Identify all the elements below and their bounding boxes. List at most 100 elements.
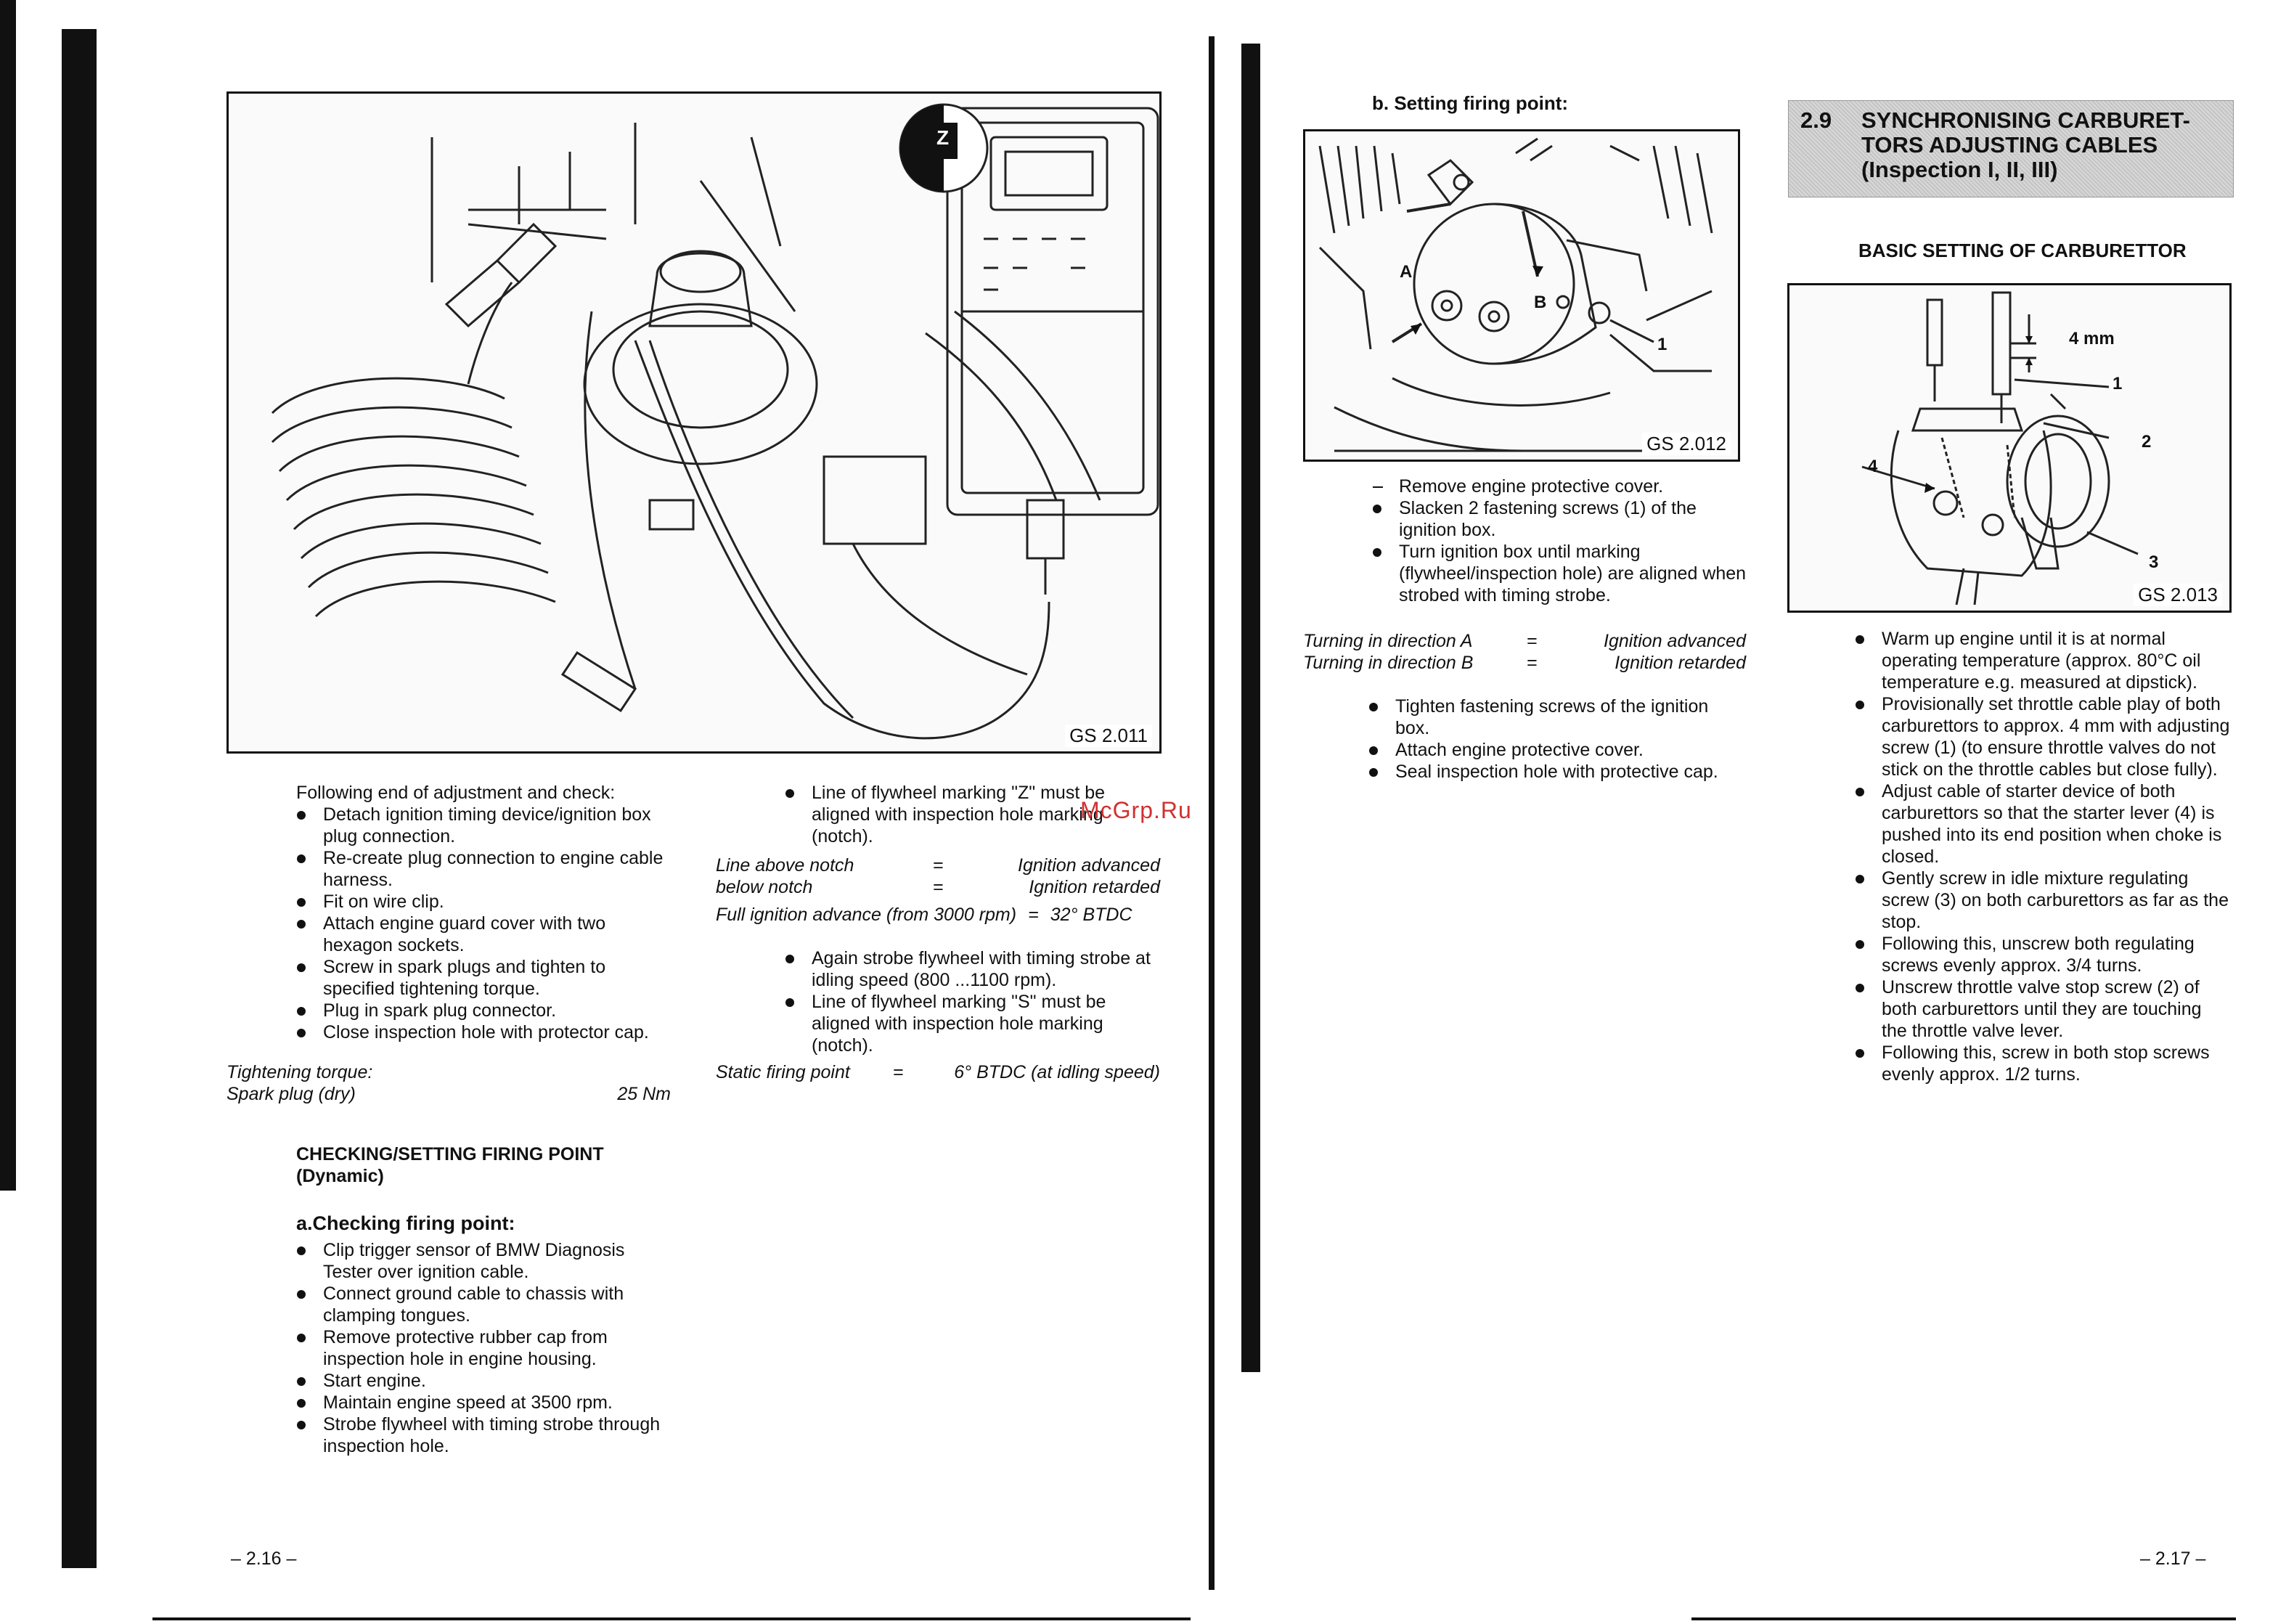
direction-row-b: Turning in direction B = Ignition retard… (1303, 652, 1746, 674)
list-item: Remove engine protective cover. (1370, 476, 1747, 497)
turn-b-value: Ignition retarded (1615, 653, 1746, 673)
followup-list: Detach ignition timing device/ignition b… (294, 804, 672, 1043)
label-1: 1 (1657, 335, 1668, 354)
section-header: 2.9 SYNCHRONISING CARBURET- TORS ADJUSTI… (1788, 100, 2234, 197)
line-above-value: Ignition advanced (1018, 855, 1160, 876)
bottom-edge-right (1691, 1617, 2236, 1620)
left-binding-edge-dark (62, 29, 97, 1568)
basic-setting-heading: BASIC SETTING OF CARBURETTOR (1858, 240, 2187, 261)
list-item: Unscrew throttle valve stop screw (2) of… (1853, 976, 2230, 1042)
list-item: Re-create plug connection to engine cabl… (294, 847, 672, 891)
line-below-eq: = (932, 877, 944, 897)
followup-heading: Following end of adjustment and check: (296, 783, 616, 803)
list-item: Plug in spark plug connector. (294, 1000, 672, 1021)
line-above-eq: = (932, 855, 944, 876)
label-b: B (1534, 293, 1547, 312)
notch-row-above: Line above notch = Ignition advanced (716, 854, 1160, 876)
list-item: Again strobe flywheel with timing strobe… (783, 947, 1160, 991)
direction-row-a: Turning in direction A = Ignition advanc… (1303, 630, 1746, 652)
center-gutter-shadow (1241, 44, 1260, 1372)
list-item: Gently screw in idle mixture regulating … (1853, 868, 2230, 933)
torque-row: Spark plug (dry) 25 Nm (226, 1083, 671, 1105)
alignment-list-1: Line of flywheel marking "Z" must be ali… (783, 782, 1160, 847)
section-title-line2: TORS ADJUSTING CABLES (1861, 132, 2158, 158)
page-number-right: – 2.17 – (2140, 1548, 2206, 1569)
list-item: Screw in spark plugs and tighten to spec… (294, 956, 672, 1000)
static-eq: = (892, 1062, 904, 1082)
list-item: Adjust cable of starter device of both c… (1853, 780, 2230, 868)
figure-caption: GS 2.012 (1642, 433, 1731, 455)
list-item: Line of flywheel marking "Z" must be ali… (783, 782, 1160, 847)
list-item: Detach ignition timing device/ignition b… (294, 804, 672, 847)
label-2: 2 (2142, 432, 2152, 452)
torque-value: 25 Nm (617, 1084, 671, 1104)
label-4mm: 4 mm (2069, 329, 2115, 348)
checking-heading-line2: (Dynamic) (296, 1166, 384, 1186)
list-item: Clip trigger sensor of BMW Diagnosis Tes… (294, 1239, 672, 1283)
static-label: Static firing point (716, 1062, 850, 1082)
checking-heading-line1: CHECKING/SETTING FIRING POINT (296, 1144, 604, 1164)
setting-dash-list: Remove engine protective cover. (1370, 476, 1747, 497)
carburettor-list: Warm up engine until it is at normal ope… (1853, 628, 2230, 1085)
line-below-value: Ignition retarded (1029, 877, 1160, 897)
direction-table: Turning in direction A = Ignition advanc… (1303, 630, 1746, 674)
list-item: Close inspection hole with protector cap… (294, 1021, 672, 1043)
figure-caption: GS 2.011 (1065, 725, 1152, 747)
turn-a-value: Ignition advanced (1604, 631, 1746, 651)
turn-a-eq: = (1526, 631, 1538, 651)
list-item: Seal inspection hole with protective cap… (1366, 761, 1744, 783)
section-title: SYNCHRONISING CARBURET- TORS ADJUSTING C… (1861, 108, 2224, 182)
figure-timing-tester: Z GS 2.011 (226, 91, 1162, 754)
list-item: Following this, unscrew both regulating … (1853, 933, 2230, 976)
static-firing-row: Static firing point = 6° BTDC (at idling… (716, 1061, 1160, 1083)
sub-heading-a: a.Checking firing point: (296, 1212, 515, 1234)
figure-carburettor: 4 mm 1 2 3 4 GS 2.013 (1787, 283, 2232, 613)
list-item: Attach engine protective cover. (1366, 739, 1744, 761)
section-number: 2.9 (1800, 107, 1832, 133)
notch-row-below: below notch = Ignition retarded (716, 876, 1160, 898)
torque-label: Tightening torque: (226, 1062, 373, 1082)
page-number-left: – 2.16 – (231, 1548, 297, 1569)
list-item: Turn ignition box until marking (flywhee… (1370, 541, 1747, 606)
line-below-label: below notch (716, 877, 813, 897)
list-item: Connect ground cable to chassis with cla… (294, 1283, 672, 1326)
section-title-line3: (Inspection I, II, III) (1861, 157, 2058, 182)
list-item: Line of flywheel marking "S" must be ali… (783, 991, 1160, 1056)
alignment-list-2: Again strobe flywheel with timing strobe… (783, 947, 1160, 1056)
ignition-box-illustration (1318, 137, 1713, 452)
checking-list: Clip trigger sensor of BMW Diagnosis Tes… (294, 1239, 672, 1457)
turn-b-eq: = (1526, 653, 1538, 673)
final-list: Tighten fastening screws of the ignition… (1366, 695, 1744, 783)
list-item: Warm up engine until it is at normal ope… (1853, 628, 2230, 693)
label-3: 3 (2149, 552, 2159, 572)
list-item: Following this, screw in both stop screw… (1853, 1042, 2230, 1085)
list-item: Slacken 2 fastening screws (1) of the ig… (1370, 497, 1747, 541)
line-above-label: Line above notch (716, 855, 854, 876)
sub-heading-b: b. Setting firing point: (1372, 92, 1569, 114)
label-4: 4 (1868, 457, 1878, 476)
full-advance-row: Full ignition advance (from 3000 rpm) = … (716, 904, 1160, 926)
turn-a-label: Turning in direction A (1303, 631, 1473, 651)
list-item: Fit on wire clip. (294, 891, 672, 913)
turn-b-label: Turning in direction B (1303, 653, 1474, 673)
list-item: Remove protective rubber cap from inspec… (294, 1326, 672, 1370)
list-item: Start engine. (294, 1370, 672, 1392)
torque-item: Spark plug (dry) (226, 1084, 356, 1104)
list-item: Tighten fastening screws of the ignition… (1366, 695, 1744, 739)
section-title-line1: SYNCHRONISING CARBURET- (1861, 107, 2190, 133)
left-binding-edge (0, 0, 16, 1191)
watermark: McGrp.Ru (1080, 797, 1192, 823)
list-item: Strobe flywheel with timing strobe throu… (294, 1413, 672, 1457)
list-item: Provisionally set throttle cable play of… (1853, 693, 2230, 780)
full-advance-value: 32° BTDC (1050, 905, 1132, 925)
figure-ignition-box: A B 1 GS 2.012 (1303, 129, 1740, 462)
setting-list: Slacken 2 fastening screws (1) of the ig… (1370, 497, 1747, 606)
label-a: A (1400, 262, 1413, 282)
figure-marker-z: Z (936, 126, 950, 149)
figure-caption: GS 2.013 (2134, 584, 2222, 606)
list-item: Maintain engine speed at 3500 rpm. (294, 1392, 672, 1413)
full-advance-label: Full ignition advance (from 3000 rpm) (716, 905, 1017, 925)
checking-heading: CHECKING/SETTING FIRING POINT (Dynamic) (296, 1143, 703, 1187)
timing-tester-illustration (271, 103, 1159, 740)
carburettor-illustration (1861, 291, 2139, 605)
